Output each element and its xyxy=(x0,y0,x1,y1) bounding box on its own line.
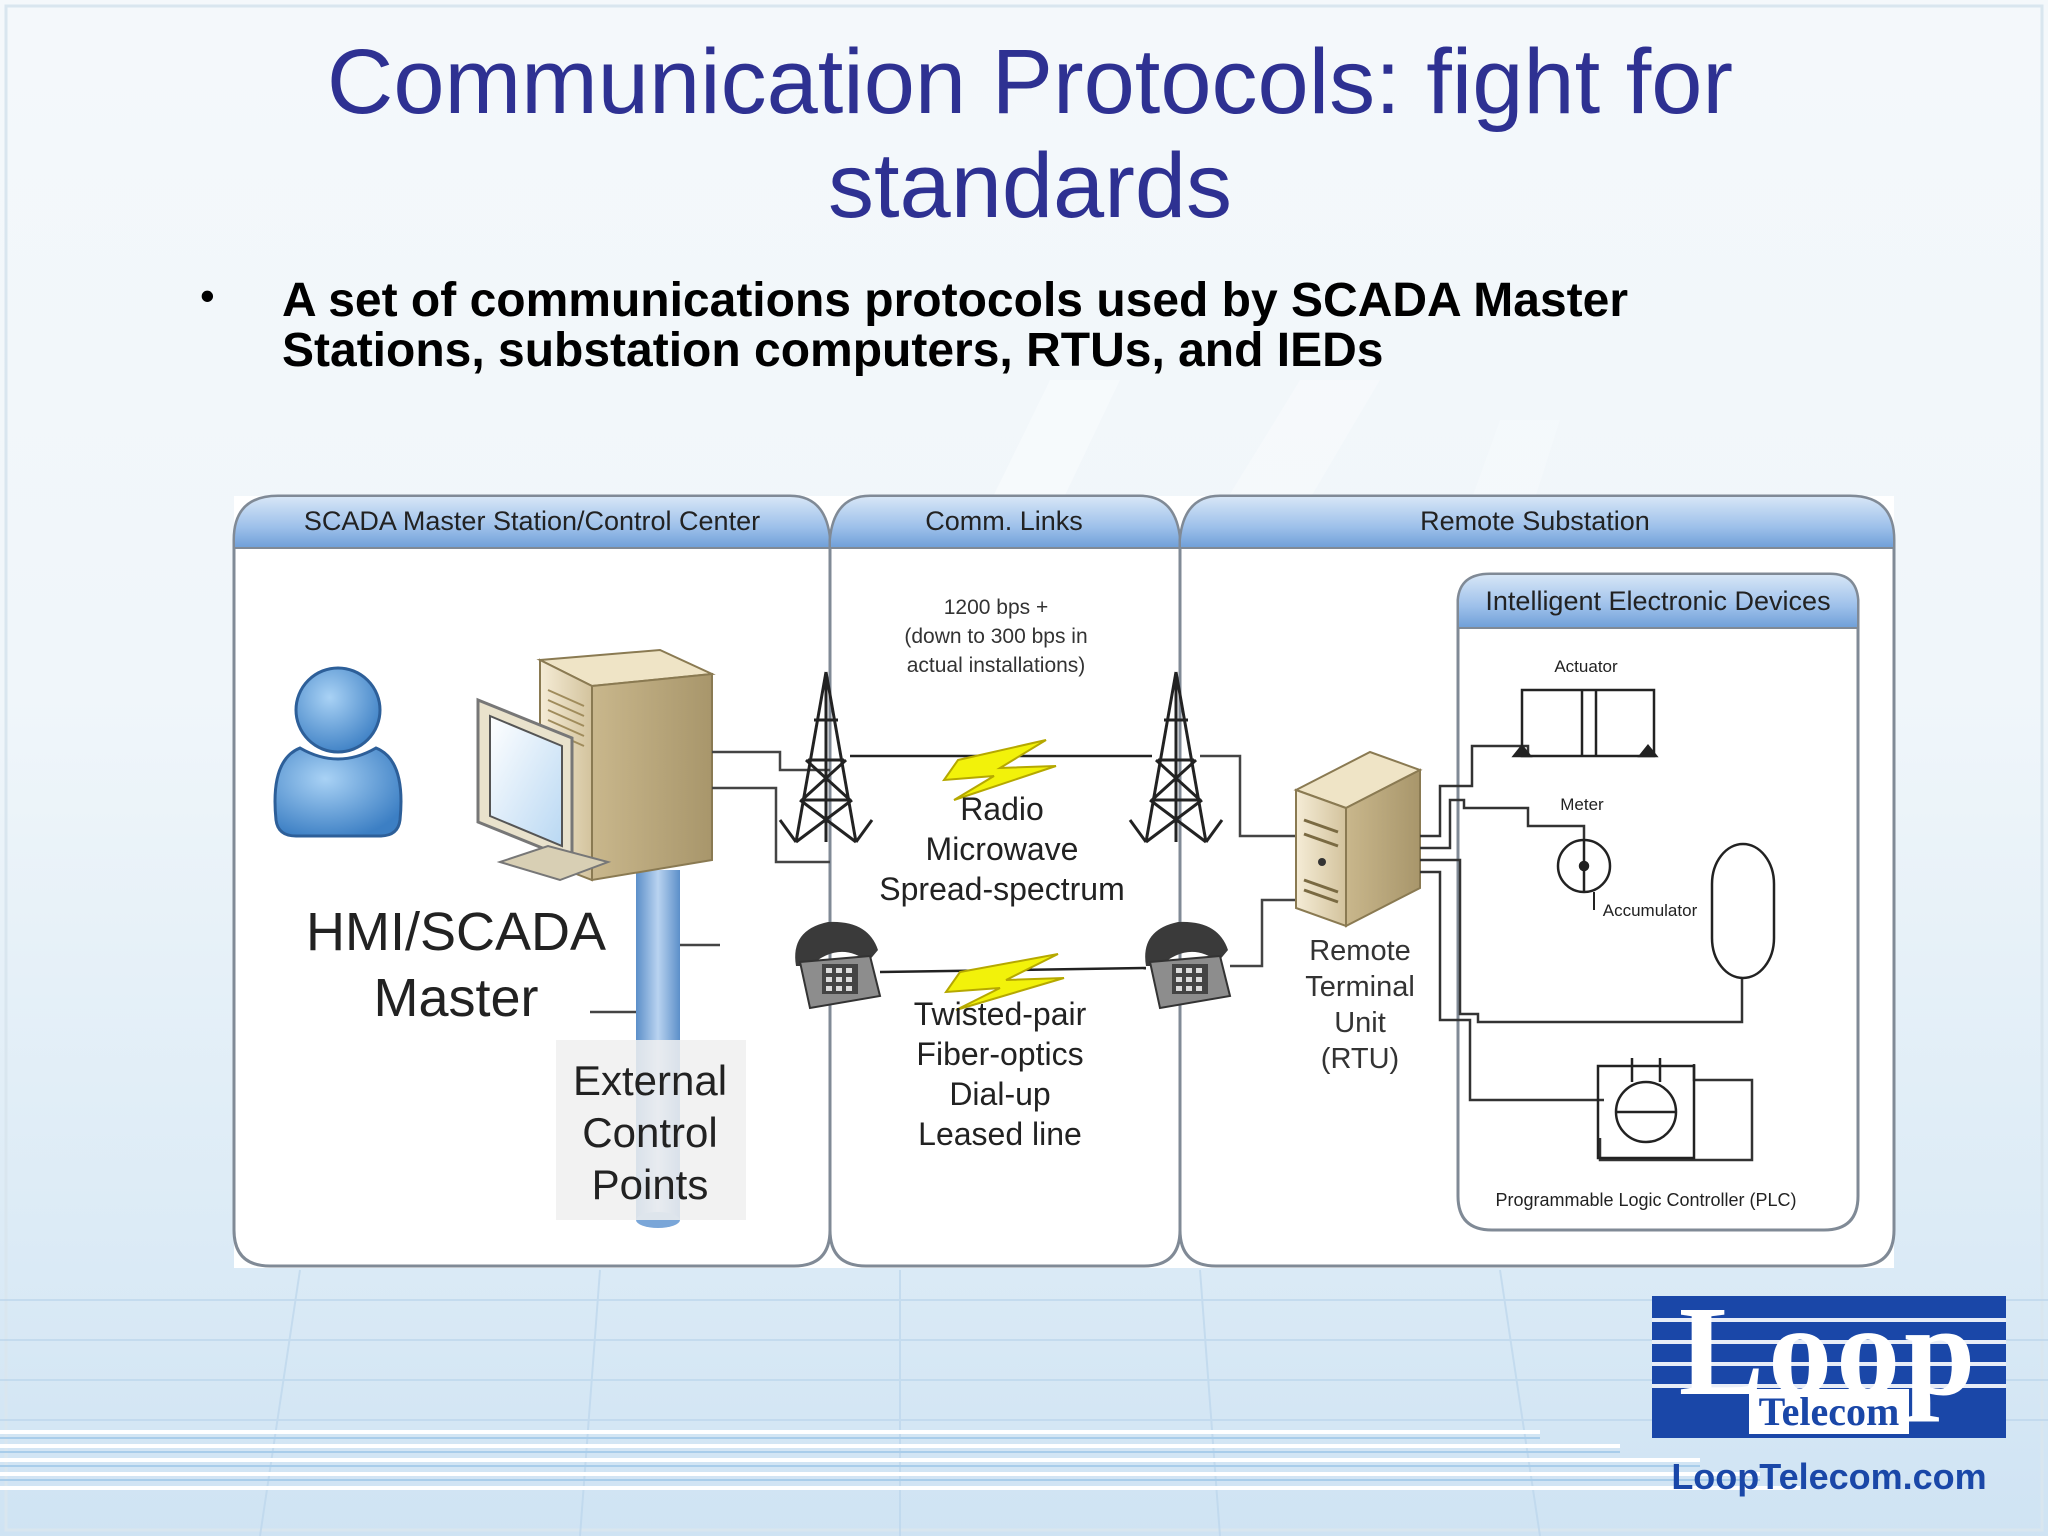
accumulator-label: Accumulator xyxy=(1603,901,1698,920)
master-label-line1: HMI/SCADA xyxy=(306,902,606,962)
logo-sub-text: Telecom xyxy=(1748,1389,1910,1434)
wireless-line3: Spread-spectrum xyxy=(879,871,1124,907)
external-label-line2: Control xyxy=(582,1109,717,1156)
rtu-links xyxy=(1200,754,1296,968)
bullet-dot: • xyxy=(200,272,215,319)
meter-icon xyxy=(1556,838,1612,894)
ied-panel: Intelligent Electronic Devices xyxy=(1456,572,1860,1232)
monitor-icon xyxy=(476,697,612,882)
lightning-icon-wired xyxy=(943,953,1065,1011)
wireless-line1: Radio xyxy=(960,791,1044,827)
meter-label: Meter xyxy=(1560,795,1604,814)
panel-comm-links: Comm. Links xyxy=(828,494,1182,1268)
wired-line2: Fiber-optics xyxy=(916,1036,1083,1072)
radio-tower-icon-right xyxy=(1128,671,1224,844)
slide-title: Communication Protocols: fight for stand… xyxy=(326,31,1734,237)
speed-note-line3: actual installations) xyxy=(907,654,1086,677)
wired-line1: Twisted-pair xyxy=(914,996,1087,1032)
rtu-line4: (RTU) xyxy=(1321,1043,1399,1075)
logo-url: LoopTelecom.com xyxy=(1671,1456,1987,1497)
master-label-line2: Master xyxy=(373,968,538,1028)
logo-box: Loop Telecom xyxy=(1652,1296,2006,1438)
radio-link xyxy=(850,739,1152,801)
actuator-icon xyxy=(1511,688,1659,758)
wired-line3: Dial-up xyxy=(949,1076,1050,1112)
panel-master-title: SCADA Master Station/Control Center xyxy=(304,506,760,536)
panel-remote-title: Remote Substation xyxy=(1420,506,1650,536)
wired-link xyxy=(879,953,1147,1011)
wireless-line2: Microwave xyxy=(926,831,1079,867)
person-icon xyxy=(273,666,403,838)
accumulator-icon xyxy=(1710,842,1776,980)
telephone-icon-right xyxy=(1145,921,1232,1010)
speed-note-line2: (down to 300 bps in xyxy=(904,625,1087,648)
external-label-line3: Points xyxy=(592,1161,709,1208)
external-label-line1: External xyxy=(573,1057,727,1104)
logo-sub: Telecom xyxy=(1652,1388,2006,1435)
wired-line4: Leased line xyxy=(918,1116,1082,1152)
radio-tower-icon xyxy=(778,671,874,844)
rtu-line2: Terminal xyxy=(1305,971,1415,1003)
master-links xyxy=(590,750,830,1014)
panel-links-title: Comm. Links xyxy=(925,506,1083,536)
plc-label: Programmable Logic Controller (PLC) xyxy=(1495,1190,1796,1210)
speed-note-line1: 1200 bps + xyxy=(944,596,1049,619)
ied-title: Intelligent Electronic Devices xyxy=(1485,586,1830,616)
plc-icon xyxy=(1596,1058,1696,1160)
rtu-server-icon xyxy=(1293,750,1423,928)
telephone-icon xyxy=(795,921,882,1010)
external-label-backdrop xyxy=(556,1040,746,1220)
lightning-icon xyxy=(941,739,1057,801)
loop-telecom-logo: Loop Telecom LoopTelecom.com xyxy=(1652,1296,2006,1508)
bullet-text: A set of communications protocols used b… xyxy=(282,274,1628,377)
actuator-label: Actuator xyxy=(1554,657,1618,676)
rtu-line1: Remote xyxy=(1309,935,1411,967)
rtu-line3: Unit xyxy=(1334,1007,1386,1039)
